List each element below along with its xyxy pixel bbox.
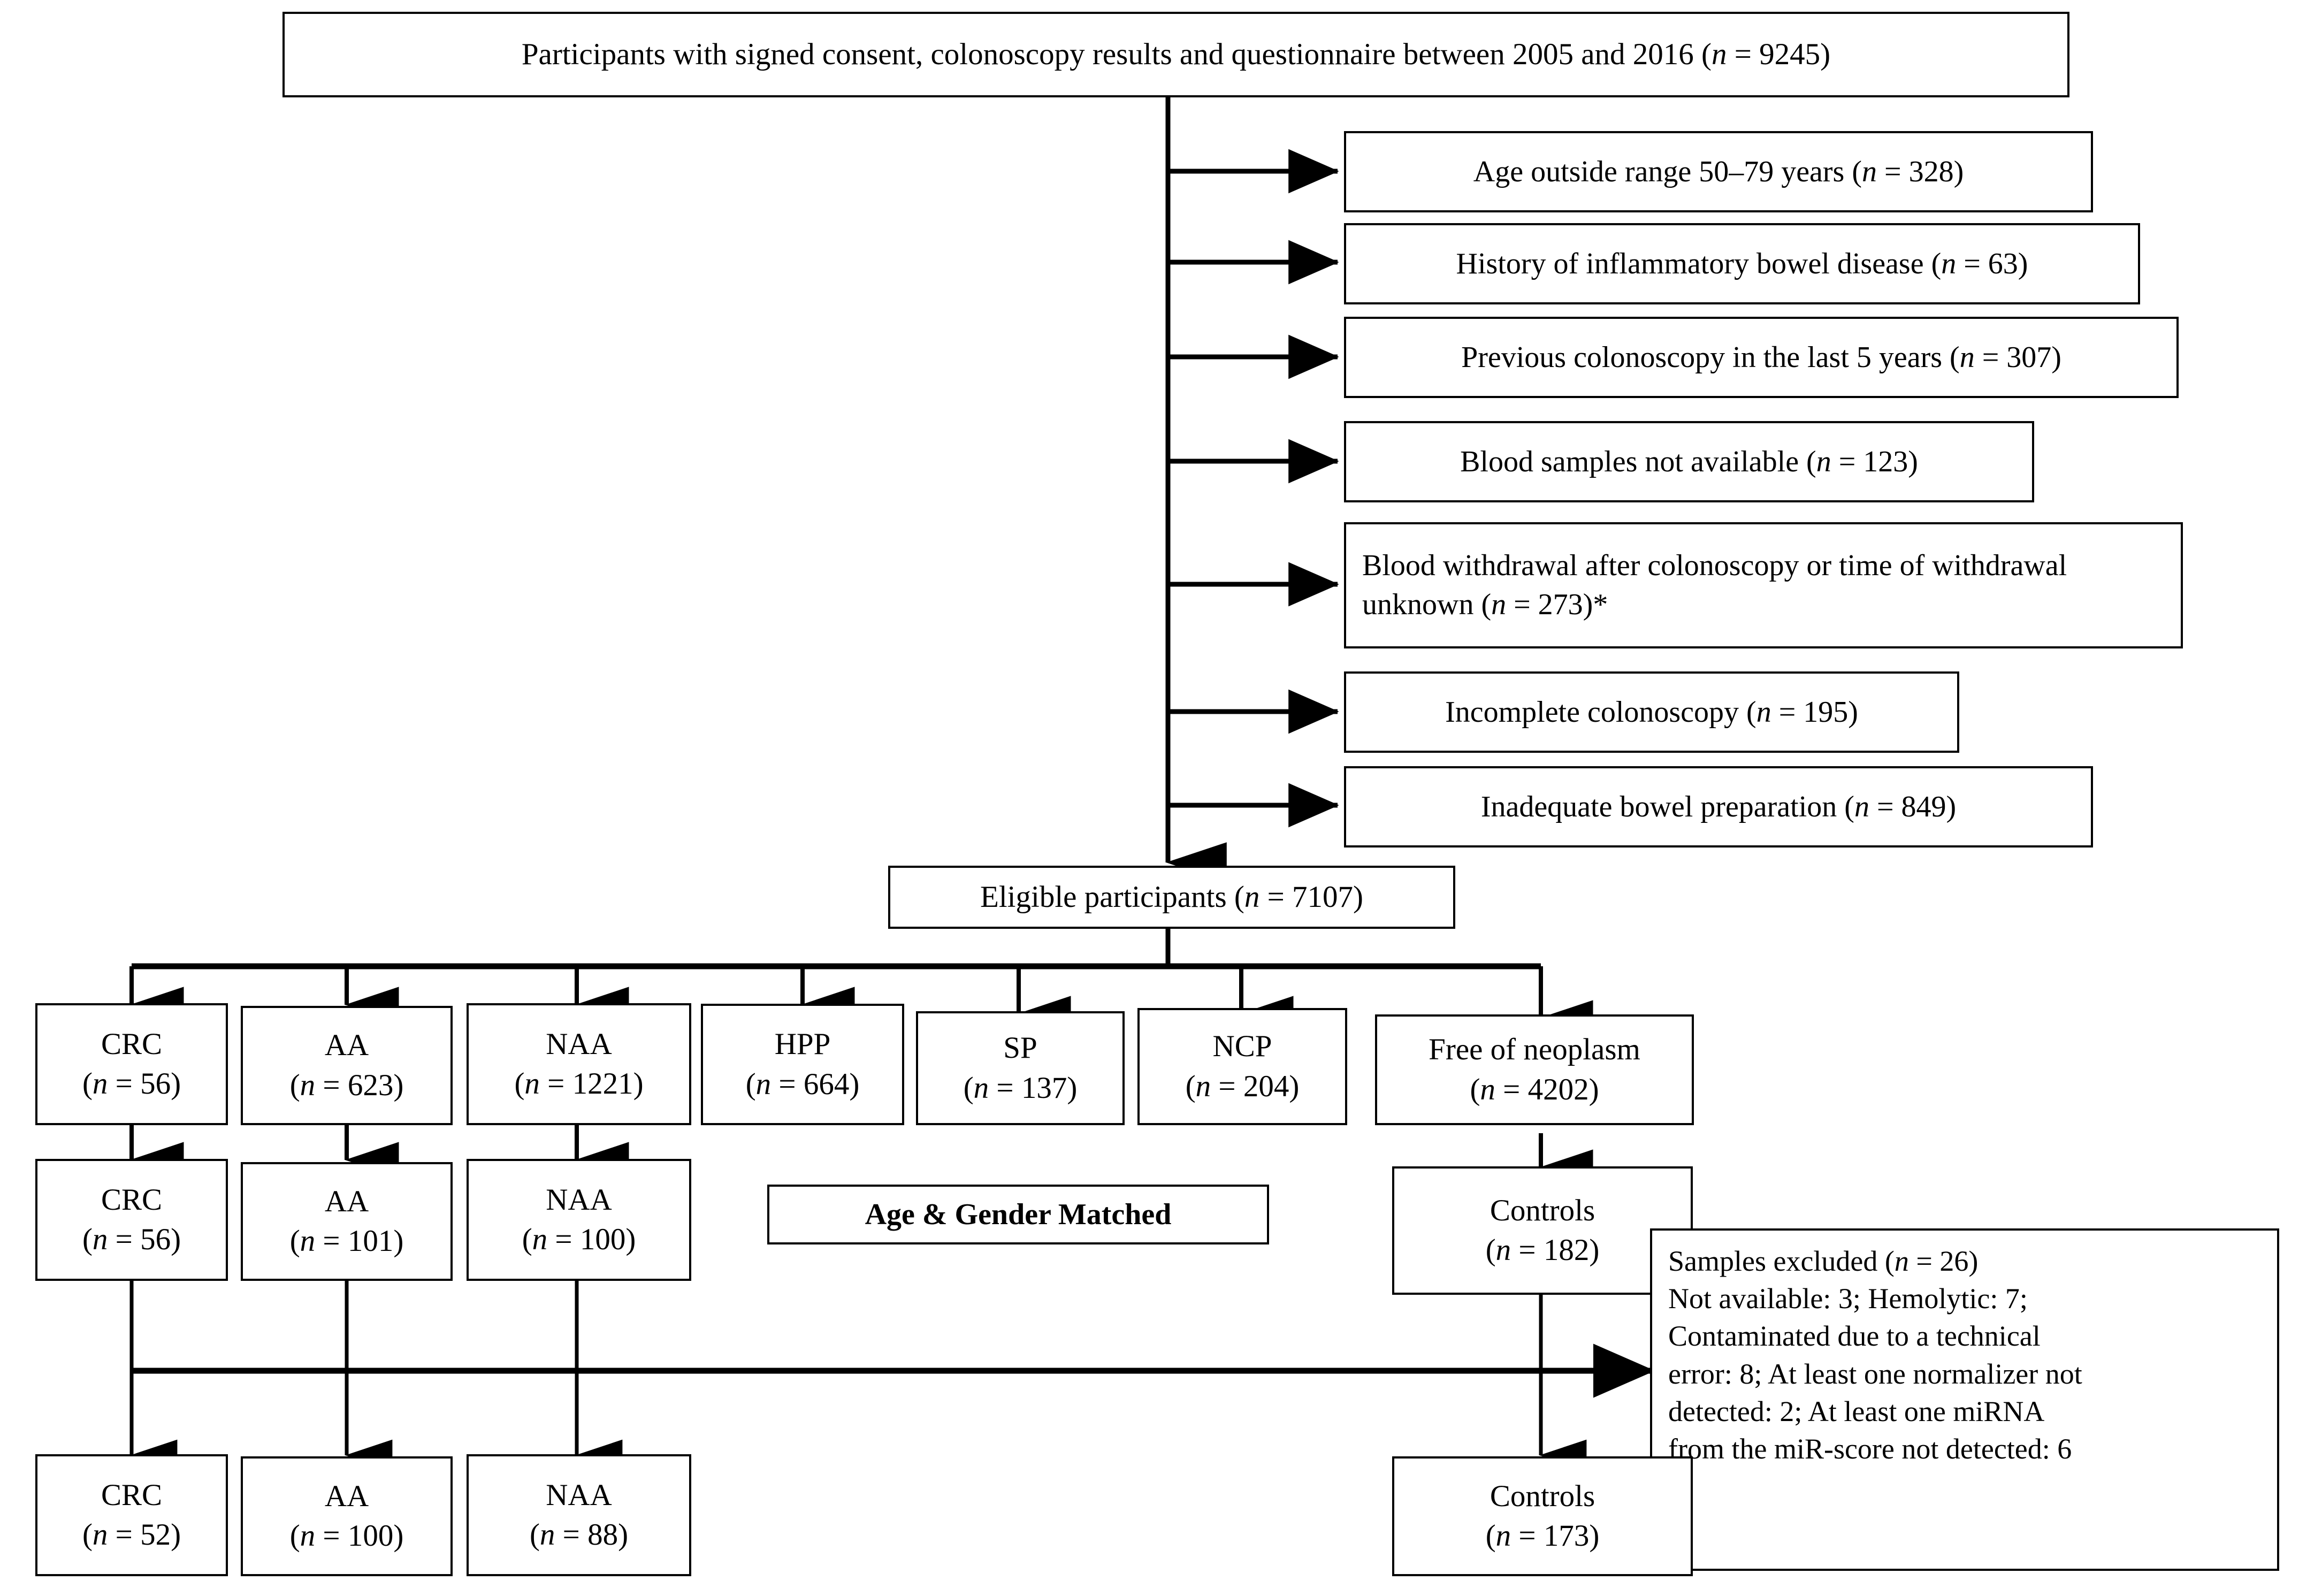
category-count-5: (n = 204) [1185,1069,1300,1103]
matched-name-2: NAA [546,1182,612,1217]
exclusion-label-3: Blood samples not available (n = 123) [1460,445,1918,478]
final-count-0: (n = 52) [82,1518,181,1552]
samples-excluded-line-2: Contaminated due to a technical [1668,1320,2041,1353]
node-matched-naa: NAA (n = 100) [467,1159,691,1281]
node-final-aa: AA (n = 100) [241,1456,453,1576]
category-count-0: (n = 56) [82,1067,181,1101]
category-name-3: HPP [774,1027,831,1062]
node-samples-excluded: Samples excluded (n = 26) Not available:… [1650,1228,2279,1571]
node-final-naa: NAA (n = 88) [467,1454,691,1576]
category-name-6: Free of neoplasm [1429,1033,1640,1067]
samples-excluded-line-3: error: 8; At least one normalizer not [1668,1357,2082,1390]
node-category-ncp: NCP (n = 204) [1137,1008,1347,1125]
matched-controls-count: (n = 182) [1485,1233,1600,1267]
category-name-1: AA [324,1028,369,1063]
category-count-1: (n = 623) [289,1068,404,1102]
category-count-4: (n = 137) [963,1071,1078,1105]
final-count-1: (n = 100) [289,1519,404,1553]
node-category-sp: SP (n = 137) [916,1011,1125,1125]
category-name-5: NCP [1212,1029,1272,1064]
exclusion-arrows [1168,149,1339,828]
samples-excluded-line-5: from the miR-score not detected: 6 [1668,1432,2072,1465]
node-final-controls: Controls (n = 173) [1392,1456,1693,1576]
exclusion-label-5: Incomplete colonoscopy (n = 195) [1445,695,1858,729]
eligible-participants-label: Eligible participants (n = 7107) [980,880,1363,914]
final-name-0: CRC [101,1478,163,1512]
node-top-participants: Participants with signed consent, colono… [282,12,2069,97]
node-top-participants-label: Participants with signed consent, colono… [521,37,1831,71]
node-exclusion-2: Previous colonoscopy in the last 5 years… [1344,317,2179,398]
node-matched-controls: Controls (n = 182) [1392,1166,1693,1295]
final-drop-arrows [129,1280,1587,1471]
age-gender-matched-label: Age & Gender Matched [865,1197,1172,1231]
node-category-aa: AA (n = 623) [241,1006,453,1125]
category-count-2: (n = 1221) [514,1067,644,1101]
category-count-6: (n = 4202) [1470,1072,1599,1106]
node-exclusion-6: Inadequate bowel preparation (n = 849) [1344,766,2093,847]
node-category-free-of-neoplasm: Free of neoplasm (n = 4202) [1375,1014,1694,1125]
exclusion-label-6: Inadequate bowel preparation (n = 849) [1480,790,1957,823]
node-matched-crc: CRC (n = 56) [35,1159,228,1281]
exclusion-label-2: Previous colonoscopy in the last 5 years… [1461,340,2061,374]
matched-name-1: AA [324,1184,369,1218]
node-exclusion-5: Incomplete colonoscopy (n = 195) [1344,671,1959,753]
node-category-crc: CRC (n = 56) [35,1003,228,1125]
category-name-4: SP [1003,1031,1037,1065]
exclusion-label-4: Blood withdrawal after colonoscopy or ti… [1362,549,2067,621]
node-matched-aa: AA (n = 101) [241,1162,453,1281]
samples-excluded-line-0: Samples excluded (n = 26) [1668,1245,1979,1277]
category-count-3: (n = 664) [745,1067,860,1101]
matched-name-0: CRC [101,1182,163,1217]
category-distribution-bus [132,928,1541,969]
node-final-crc: CRC (n = 52) [35,1454,228,1576]
node-eligible-participants: Eligible participants (n = 7107) [888,866,1455,929]
node-exclusion-4: Blood withdrawal after colonoscopy or ti… [1344,522,2183,648]
matched-controls-name: Controls [1490,1193,1595,1227]
category-name-2: NAA [546,1027,612,1061]
exclusion-label-0: Age outside range 50–79 years (n = 328) [1473,155,1964,188]
samples-excluded-line-1: Not available: 3; Hemolytic: 7; [1668,1282,2028,1315]
matched-count-2: (n = 100) [522,1223,636,1256]
node-exclusion-1: History of inflammatory bowel disease (n… [1344,223,2140,304]
category-name-0: CRC [101,1027,163,1061]
node-age-gender-matched-banner: Age & Gender Matched [767,1185,1269,1244]
final-name-2: NAA [546,1478,612,1512]
matched-count-0: (n = 56) [82,1223,181,1256]
node-category-hpp: HPP (n = 664) [701,1004,904,1125]
final-count-2: (n = 88) [529,1518,629,1552]
final-name-1: AA [324,1479,369,1513]
exclusion-label-1: History of inflammatory bowel disease (n… [1456,247,2028,280]
node-exclusion-0: Age outside range 50–79 years (n = 328) [1344,131,2093,212]
matched-count-1: (n = 101) [289,1224,404,1258]
matched-drop-arrows [129,1125,1593,1186]
final-controls-count: (n = 173) [1485,1519,1600,1553]
node-exclusion-3: Blood samples not available (n = 123) [1344,421,2034,502]
final-controls-name: Controls [1490,1479,1595,1513]
node-category-naa: NAA (n = 1221) [467,1003,691,1125]
samples-excluded-line-4: detected: 2; At least one miRNA [1668,1395,2045,1427]
